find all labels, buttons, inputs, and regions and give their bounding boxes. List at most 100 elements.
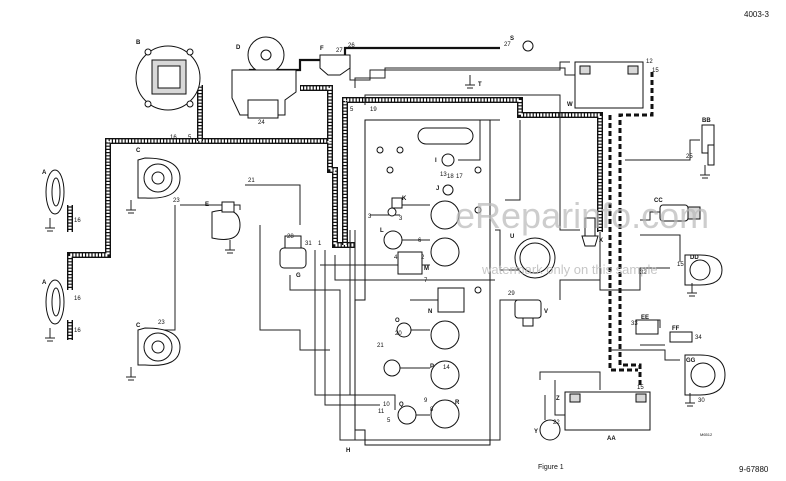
- wire-num: 19: [370, 107, 377, 113]
- label-q: Q: [399, 402, 404, 408]
- label-f: F: [320, 46, 324, 52]
- label-m: M: [424, 266, 429, 272]
- ground-symbols: [45, 75, 710, 407]
- main-harness: [67, 85, 603, 340]
- wire-num: 9: [424, 398, 428, 404]
- label-x: X: [599, 238, 603, 244]
- wire-num: 18: [447, 174, 454, 180]
- wire-num: 20: [395, 331, 402, 337]
- wire-num: 5: [188, 135, 192, 141]
- wire-num: 13: [440, 172, 447, 178]
- wire-num: 16: [74, 218, 81, 224]
- label-a-lower: A: [42, 280, 47, 286]
- switch-y-icon: [539, 419, 561, 441]
- wire-num: 23: [158, 320, 165, 326]
- sender-bb-icon: [701, 124, 715, 166]
- figure-caption: Figure 1: [538, 464, 564, 471]
- wire-num: 27: [336, 48, 343, 54]
- gauge-i-icon: [441, 153, 455, 167]
- label-p: P: [430, 364, 434, 370]
- corner-doc-id: 4003-3: [744, 10, 769, 19]
- wire-num: 5: [350, 107, 354, 113]
- label-w: W: [567, 102, 573, 108]
- wire-num: 4: [394, 255, 398, 261]
- wire-num: 15: [677, 262, 684, 268]
- sender-x-icon: [581, 217, 599, 247]
- label-ff: FF: [672, 326, 680, 332]
- wire-num: 26: [348, 43, 355, 49]
- label-bb: BB: [702, 118, 711, 124]
- wire-num: 25: [686, 154, 693, 160]
- wire-num: 34: [695, 335, 702, 341]
- label-h: H: [346, 448, 350, 454]
- battery-w-icon: [574, 61, 644, 109]
- wire-num: 22: [553, 420, 560, 426]
- wire-num: 21: [248, 178, 255, 184]
- watermark-main: eReparinfo.com: [455, 195, 710, 236]
- wire-num: 1: [318, 241, 322, 247]
- wire-num: 17: [456, 174, 463, 180]
- switch-ee-icon: [635, 319, 659, 335]
- label-gg: GG: [686, 358, 696, 364]
- sender-cc-icon: [659, 204, 701, 222]
- wire-num: 21: [377, 343, 384, 349]
- label-c-upper: C: [136, 148, 141, 154]
- wire-num: 15: [637, 385, 644, 391]
- wire-num: 32: [640, 270, 647, 276]
- headlight-lower-icon: [45, 279, 65, 325]
- wire-num: 8: [430, 407, 434, 413]
- label-r: R: [455, 400, 460, 406]
- switch-g-icon: [279, 235, 307, 269]
- wire-num: 14: [443, 365, 450, 371]
- wire-num: 7: [424, 278, 428, 284]
- wire-num: 3: [399, 216, 403, 222]
- connector-ff-icon: [669, 331, 693, 343]
- switch-k-icon: [391, 197, 403, 209]
- thin-wires: [160, 46, 700, 441]
- label-d: D: [236, 45, 241, 51]
- wire-num: 6: [418, 238, 422, 244]
- wire-num: 28: [287, 234, 294, 240]
- wire-num: 5: [387, 418, 391, 424]
- label-j: J: [436, 186, 439, 192]
- label-e: E: [205, 202, 209, 208]
- lamp-gg-icon: [684, 354, 726, 396]
- alternator-icon: [135, 45, 201, 111]
- sender-s-icon: [522, 40, 534, 52]
- wire-num: 2: [421, 255, 425, 261]
- wire-num: 3: [368, 214, 372, 220]
- instrument-panel: [354, 119, 491, 446]
- label-y: Y: [534, 429, 538, 435]
- wire-num: 15: [652, 68, 659, 74]
- wire-num: 24: [258, 120, 265, 126]
- lamp-c-lower-icon: [137, 327, 181, 366]
- wire-num: 12: [646, 59, 653, 65]
- switch-v-icon: [514, 299, 542, 327]
- label-cc: CC: [654, 198, 663, 204]
- wire-num: 30: [698, 398, 705, 404]
- label-a-upper: A: [42, 170, 47, 176]
- battery-aa-icon: [564, 391, 651, 431]
- label-l: L: [380, 228, 384, 234]
- wire-num: 27: [504, 42, 511, 48]
- horn-e-icon: [211, 201, 241, 240]
- label-k: K: [402, 196, 407, 202]
- label-ee: EE: [641, 315, 649, 321]
- label-s: S: [510, 36, 514, 42]
- label-b: B: [136, 40, 141, 46]
- label-i: I: [435, 158, 437, 164]
- lamp-dd-icon: [684, 254, 723, 286]
- label-z: Z: [556, 396, 560, 402]
- wire-num: 16: [74, 328, 81, 334]
- label-aa: AA: [607, 436, 616, 442]
- sender-f-icon: [319, 54, 351, 76]
- wire-num: 11: [378, 409, 385, 415]
- wire-num: 33: [631, 321, 638, 327]
- label-u: U: [510, 234, 514, 240]
- wire-num: 10: [383, 402, 390, 408]
- label-c-lower: C: [136, 323, 141, 329]
- label-o: O: [395, 318, 400, 324]
- small-code: M6512: [700, 432, 713, 437]
- wire-num: 23: [173, 198, 180, 204]
